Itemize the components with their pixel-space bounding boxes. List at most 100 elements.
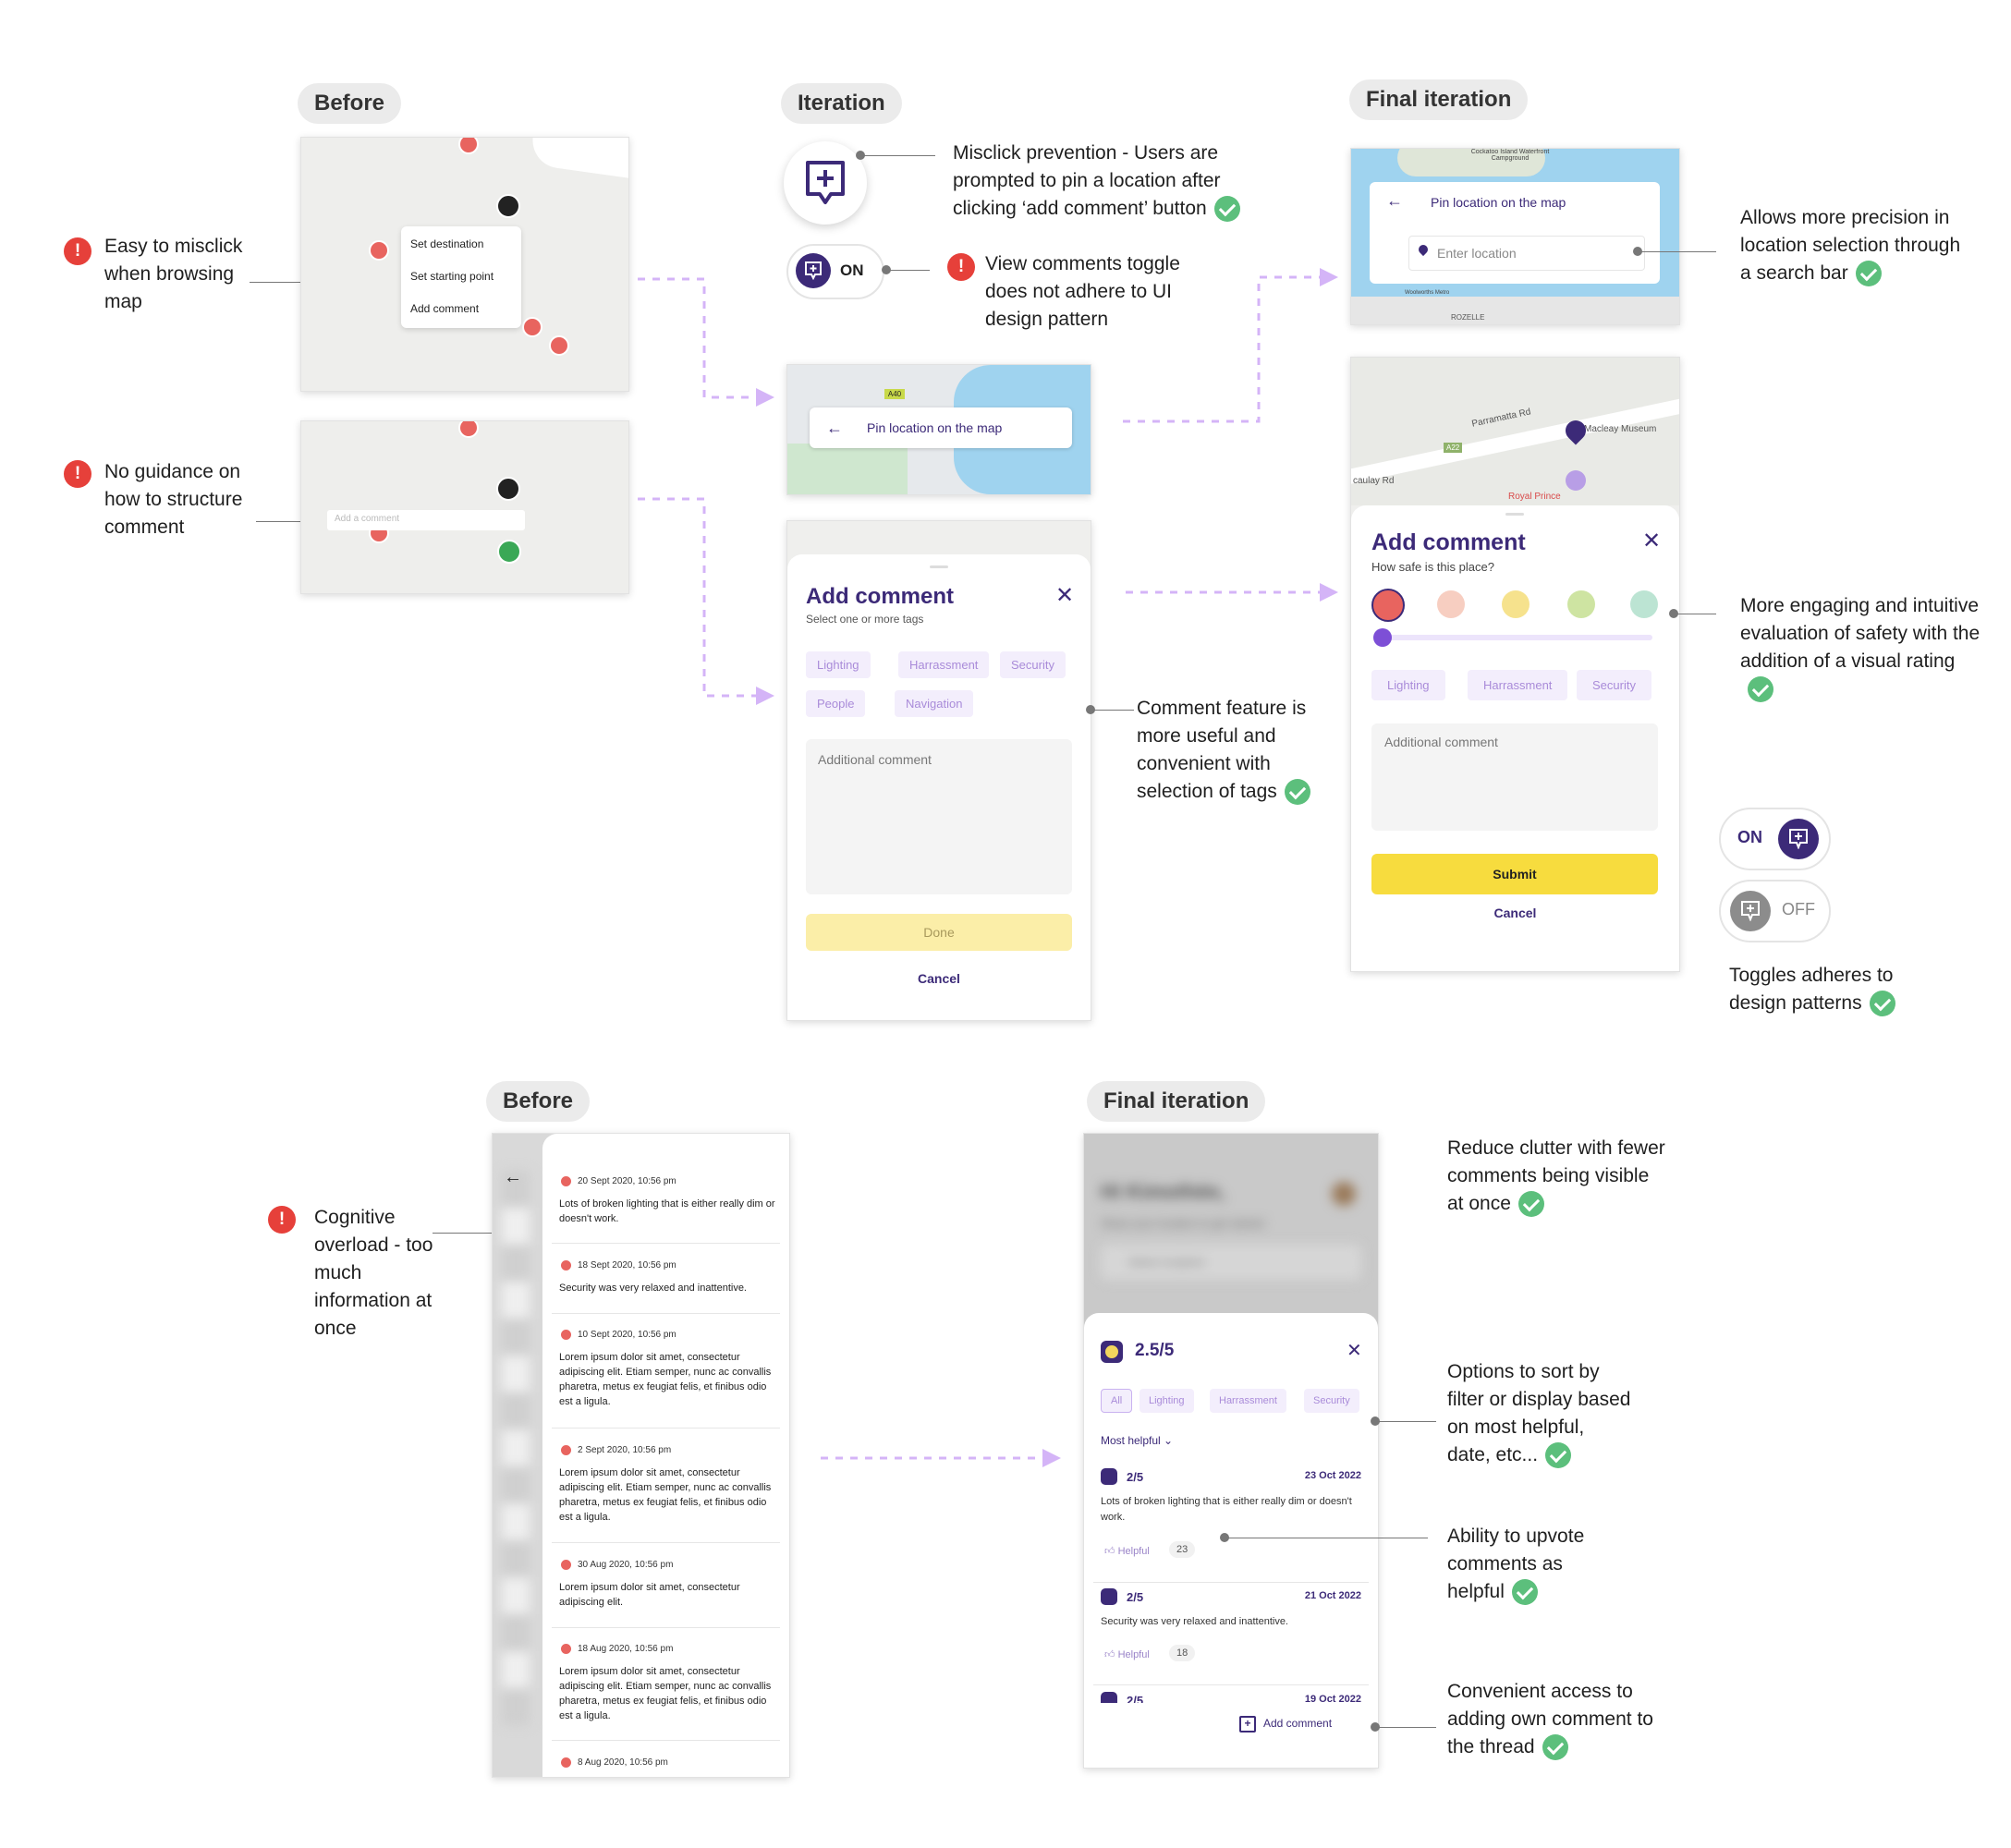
recipient-field: Select recipient	[1101, 1245, 1361, 1280]
filter-all[interactable]: All	[1101, 1389, 1133, 1413]
cancel-button[interactable]: Cancel	[918, 971, 960, 986]
location-pin-icon[interactable]	[496, 194, 520, 218]
additional-comment-field[interactable]: Additional comment	[1371, 723, 1658, 831]
rating-safe-icon[interactable]	[1567, 590, 1595, 618]
pin-location-card: ← Pin location on the map Enter location	[1370, 182, 1660, 284]
note-tags-useful-text: Comment feature is more useful and conve…	[1137, 698, 1307, 802]
note-reduce-clutter-text: Reduce clutter with fewer comments being…	[1447, 1137, 1665, 1214]
map-pin[interactable]	[549, 335, 569, 356]
tag-navigation[interactable]: Navigation	[895, 690, 974, 717]
map-pin[interactable]	[369, 240, 389, 261]
comment-date: 10 Sept 2020, 10:56 pm	[578, 1330, 676, 1341]
back-arrow-icon[interactable]: ←	[826, 419, 843, 437]
comment-pin-icon	[559, 1174, 573, 1188]
helpful-button[interactable]: 👍︎ Helpful	[1104, 1545, 1150, 1557]
rating-neutral-icon[interactable]	[1502, 590, 1530, 618]
toggle-off[interactable]: OFF	[1719, 880, 1831, 942]
cancel-button[interactable]: Cancel	[1493, 906, 1537, 920]
rating-unsafe-icon[interactable]	[1437, 590, 1465, 618]
add-comment-label: Add comment	[1263, 1717, 1333, 1730]
back-arrow-icon[interactable]: ←	[504, 1167, 522, 1187]
error-icon: !	[947, 253, 975, 281]
comment-text: Lorem ipsum dolor sit amet, consectetur …	[559, 1666, 772, 1722]
map-land	[1397, 149, 1545, 176]
divider	[552, 1740, 780, 1741]
add-comment-sheet: Add comment ✕ Select one or more tags Li…	[787, 554, 1091, 1020]
add-comment-subtitle: Select one or more tags	[806, 613, 924, 626]
tag-harrassment[interactable]: Harrassment	[898, 651, 990, 678]
divider	[552, 1542, 780, 1543]
rating-slider-thumb[interactable]	[1373, 628, 1392, 647]
avatar	[1332, 1182, 1356, 1206]
final-comment-list-screenshot: Hi Kimothée, Share your location to get …	[1083, 1133, 1379, 1769]
error-icon: !	[64, 460, 91, 488]
menu-item-add-comment[interactable]: Add comment	[410, 302, 480, 315]
sheet-handle[interactable]	[930, 565, 948, 568]
map-pin[interactable]	[458, 421, 479, 438]
tag-harrassment[interactable]: Harrassment	[1468, 670, 1568, 700]
helpful-button[interactable]: 👍︎ Helpful	[1104, 1648, 1150, 1660]
divider	[552, 1243, 780, 1244]
close-icon[interactable]: ✕	[1642, 529, 1662, 553]
menu-item-set-destination[interactable]: Set destination	[410, 237, 484, 250]
back-arrow-icon[interactable]: ←	[1386, 191, 1403, 210]
comment-text: Lorem ipsum dolor sit amet, consectetur …	[559, 1352, 772, 1408]
comment-input[interactable]: Add a comment	[327, 510, 525, 530]
tag-security[interactable]: Security	[1000, 651, 1066, 678]
filter-lighting[interactable]: Lighting	[1140, 1389, 1194, 1413]
check-circle-icon	[1545, 1442, 1572, 1469]
sort-dropdown[interactable]: Most helpful ⌄	[1101, 1434, 1173, 1447]
rating-very-unsafe-icon[interactable]	[1371, 589, 1405, 622]
close-icon[interactable]: ✕	[1347, 1341, 1362, 1361]
current-location-icon	[1566, 470, 1586, 491]
note-toggle-pattern: View comments toggle does not adhere to …	[985, 253, 1180, 330]
map-road	[1351, 391, 1679, 487]
rating-very-safe-icon[interactable]	[1630, 590, 1658, 618]
tag-people[interactable]: People	[806, 690, 866, 717]
add-comment-title: Add comment	[1371, 529, 1526, 555]
connector-line	[1375, 1421, 1436, 1422]
rating-slider-track[interactable]	[1373, 628, 1652, 647]
map-land	[1351, 297, 1679, 324]
iteration-add-comment-screenshot: Add comment ✕ Select one or more tags Li…	[786, 520, 1091, 1021]
comment-date: 8 Aug 2020, 10:56 pm	[578, 1757, 668, 1769]
tag-lighting[interactable]: Lighting	[806, 651, 871, 678]
map-label: caulay Rd	[1353, 476, 1395, 486]
tag-security[interactable]: Security	[1577, 670, 1651, 700]
toggle-on[interactable]: ON	[1719, 808, 1831, 870]
check-circle-icon	[1542, 1734, 1568, 1761]
rating-badge-icon	[1101, 1692, 1117, 1703]
comment-toggle-icon	[796, 253, 831, 288]
sheet-handle[interactable]	[1505, 513, 1524, 516]
add-comment-fab[interactable]	[784, 141, 867, 225]
section-tag-final: Final iteration	[1349, 79, 1529, 120]
comment-pin-icon	[559, 1558, 573, 1572]
comment-pin-icon	[559, 1443, 573, 1457]
submit-button[interactable]: Submit	[1371, 854, 1658, 894]
note-misclick-prevention-text: Misclick prevention - Users are prompted…	[953, 142, 1221, 219]
connector-dot	[882, 265, 891, 274]
list-item: 2/5 19 Oct 2022	[1101, 1692, 1361, 1703]
additional-comment-placeholder: Additional comment	[1384, 735, 1498, 749]
check-circle-icon	[1517, 1191, 1544, 1218]
tag-lighting[interactable]: Lighting	[1371, 670, 1445, 700]
pin-location-bar[interactable]: ← Pin location on the map	[810, 407, 1072, 448]
filter-harrassment[interactable]: Harrassment	[1210, 1389, 1286, 1413]
additional-comment-field[interactable]: Additional comment	[806, 739, 1072, 894]
connector-line	[1091, 710, 1134, 711]
filter-security[interactable]: Security	[1304, 1389, 1359, 1413]
location-pin-icon[interactable]	[496, 477, 520, 501]
map-label: A22	[1444, 443, 1463, 453]
done-button[interactable]: Done	[806, 914, 1072, 951]
view-comments-toggle[interactable]: ON	[786, 244, 884, 299]
close-icon[interactable]: ✕	[1055, 583, 1075, 608]
map-pin[interactable]	[522, 317, 542, 337]
map-pin[interactable]	[458, 138, 479, 154]
comment-text: Lorem ipsum dolor sit amet, consectetur …	[559, 1582, 740, 1609]
divider	[552, 1627, 780, 1628]
add-comment-sheet: Add comment ✕ How safe is this place? Li…	[1351, 505, 1679, 971]
recipient-placeholder: Select recipient	[1128, 1256, 1205, 1269]
location-search-input[interactable]: Enter location	[1408, 236, 1645, 271]
menu-item-set-starting-point[interactable]: Set starting point	[410, 270, 494, 283]
check-icon[interactable]	[497, 540, 521, 564]
